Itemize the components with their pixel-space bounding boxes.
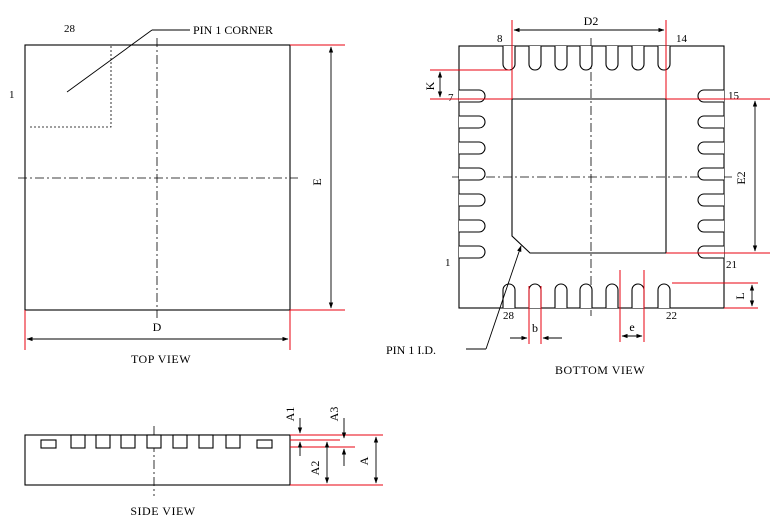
- exposed-pad: [511, 98, 667, 254]
- pad-right: [697, 141, 724, 155]
- pin-28-label: 28: [503, 310, 515, 322]
- dim-a2-label: A2: [308, 461, 322, 476]
- dim-a-label: A: [357, 456, 371, 465]
- dim-a3-label: A3: [327, 407, 341, 422]
- pad-right: [697, 245, 724, 259]
- pad-bottom: [579, 283, 593, 308]
- pad-bottom: [528, 283, 542, 308]
- pin-1-label: 1: [445, 257, 451, 269]
- dim-d-label: D: [153, 320, 162, 334]
- pin1-corner-region: [30, 45, 112, 128]
- pin-22-label: 22: [666, 310, 677, 322]
- pad-bottom: [631, 283, 645, 308]
- pad-bottom: [657, 283, 671, 308]
- pad-top: [502, 46, 516, 71]
- dim-k-label: K: [423, 81, 437, 90]
- pad-bottom: [502, 283, 516, 308]
- top-pin-28-label: 28: [64, 23, 76, 35]
- dim-d2-label: D2: [584, 14, 599, 28]
- pad-left: [459, 115, 486, 129]
- pad-left: [459, 219, 486, 233]
- side-pad-end: [256, 439, 273, 449]
- pad-right: [697, 219, 724, 233]
- dim-e-label: E: [310, 178, 324, 185]
- pin-7-label: 7: [448, 92, 454, 104]
- pad-left: [459, 141, 486, 155]
- pad-left: [459, 193, 486, 207]
- dim-b-label: b: [532, 321, 538, 335]
- pin1-id-label: PIN 1 I.D.: [386, 343, 436, 357]
- side-view: A1 A2 A3 A SIDE VIEW: [24, 407, 383, 518]
- top-pin-1-label: 1: [9, 89, 15, 101]
- pin1-id-leader: [485, 245, 522, 350]
- top-view: PIN 1 CORNER 28 1 E D TOP VIEW: [9, 23, 345, 366]
- dim-l-label: L: [733, 292, 747, 299]
- top-view-title: TOP VIEW: [131, 352, 191, 366]
- pin1-corner-label: PIN 1 CORNER: [193, 23, 273, 37]
- bottom-view-title: BOTTOM VIEW: [555, 363, 645, 377]
- pad-bottom: [554, 283, 568, 308]
- bottom-view: 8 14 7 15 1 21 28 22 D2 E2 K L b: [386, 14, 770, 377]
- pin-14-label: 14: [676, 33, 688, 45]
- dim-e-pitch-label: e: [629, 320, 634, 334]
- pad-right: [697, 115, 724, 129]
- pad-left: [459, 89, 486, 103]
- side-pad: [95, 434, 111, 449]
- pin-15-label: 15: [728, 90, 740, 102]
- pad-left: [459, 167, 486, 181]
- dim-a1-label: A1: [283, 407, 297, 422]
- pad-top: [631, 46, 645, 71]
- pin-8-label: 8: [497, 33, 503, 45]
- side-pad-end: [40, 439, 57, 449]
- dim-e2-label: E2: [734, 171, 748, 184]
- pad-right: [697, 193, 724, 207]
- pad-top: [579, 46, 593, 71]
- pin-21-label: 21: [726, 259, 737, 271]
- pad-right: [697, 167, 724, 181]
- pad-left: [459, 245, 486, 259]
- top-view-body: [24, 44, 291, 311]
- side-pad: [198, 434, 214, 449]
- pad-top: [605, 46, 619, 71]
- side-pad: [172, 434, 188, 449]
- side-pad: [70, 434, 86, 449]
- side-pad: [146, 434, 162, 449]
- pad-bottom: [605, 283, 619, 308]
- pad-top: [528, 46, 542, 71]
- pad-right: [697, 89, 724, 103]
- pad-top: [554, 46, 568, 71]
- pad-top: [657, 46, 671, 71]
- pin1-corner-leader: [66, 29, 153, 93]
- side-pad: [120, 434, 136, 449]
- side-pad: [225, 434, 241, 449]
- side-view-title: SIDE VIEW: [130, 504, 195, 518]
